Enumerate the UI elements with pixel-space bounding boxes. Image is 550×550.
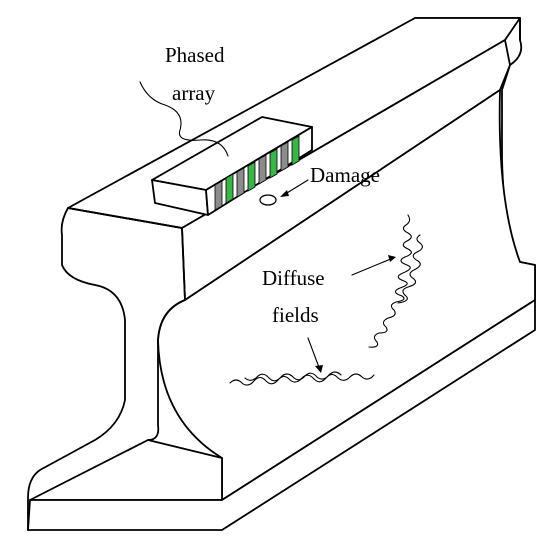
damage-arrowhead <box>280 190 289 197</box>
phased-array <box>139 81 313 216</box>
label-diffuse-line1: Diffuse <box>262 266 325 290</box>
rail-left-profile-inner <box>67 207 186 441</box>
label-damage: Damage <box>310 163 380 187</box>
rail-left-profile <box>27 207 183 531</box>
diffuse-arrowhead-bottom <box>315 365 323 373</box>
array-element <box>236 167 245 198</box>
diffuse-arrowhead-right <box>388 255 396 262</box>
diffuse-field-bottom-2 <box>244 371 342 382</box>
array-element <box>291 135 300 166</box>
damage <box>259 179 309 206</box>
array-element <box>269 148 278 179</box>
label-diffuse-line2: fields <box>272 303 319 327</box>
array-element <box>225 173 234 204</box>
diffuse-field-bottom <box>229 373 375 386</box>
diffuse-field-right <box>368 214 412 348</box>
diffuse-arrow-right <box>351 257 394 276</box>
phased-array-elements <box>214 135 300 211</box>
array-element <box>258 154 267 185</box>
array-element <box>280 141 289 172</box>
label-phased-array-line2: array <box>172 81 216 105</box>
diffuse-arrow-bottom <box>307 337 321 371</box>
diffuse-field-right-2 <box>397 234 423 304</box>
label-phased-array-line1: Phased <box>165 43 225 67</box>
array-element <box>214 180 223 211</box>
array-element <box>247 161 256 192</box>
diffuse-fields <box>229 214 423 386</box>
rail-foot-top <box>29 439 223 501</box>
phased-array-cable <box>139 81 229 157</box>
damage-spot <box>259 194 277 206</box>
